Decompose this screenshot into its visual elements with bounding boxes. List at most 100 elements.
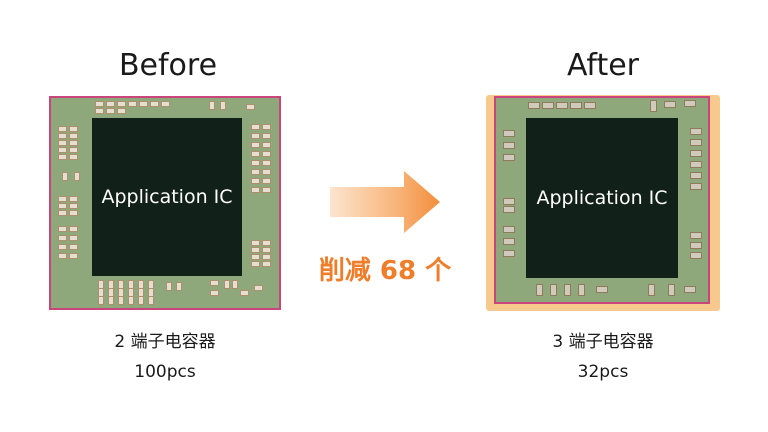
capacitor-2-terminal	[69, 253, 78, 259]
capacitor-2-terminal	[139, 101, 148, 107]
capacitor-2-terminal	[240, 290, 249, 296]
capacitor-2-terminal	[58, 235, 67, 241]
capacitor-3-terminal	[584, 102, 596, 109]
capacitor-3-terminal	[668, 284, 675, 296]
capacitor-2-terminal	[254, 285, 263, 291]
capacitor-2-terminal	[251, 142, 260, 148]
capacitor-3-terminal	[690, 242, 702, 249]
capacitor-3-terminal	[503, 206, 515, 213]
reduction-label: 削减 68 个	[318, 256, 452, 286]
capacitor-3-terminal	[536, 284, 543, 296]
capacitor-3-terminal	[570, 102, 582, 109]
capacitor-2-terminal	[69, 244, 78, 250]
capacitor-2-terminal	[58, 196, 67, 202]
capacitor-2-terminal	[128, 296, 134, 305]
capacitor-2-terminal	[224, 280, 230, 289]
capacitor-3-terminal	[690, 183, 702, 190]
capacitor-2-terminal	[251, 261, 260, 267]
capacitor-2-terminal	[58, 147, 67, 153]
capacitor-2-terminal	[58, 226, 67, 232]
after-application-ic-chip: Application IC	[526, 118, 678, 278]
capacitor-2-terminal	[161, 101, 170, 107]
capacitor-3-terminal	[503, 238, 515, 245]
capacitor-3-terminal	[690, 172, 702, 179]
after-ic-label: Application IC	[536, 187, 668, 209]
before-heading: Before	[118, 48, 218, 83]
capacitor-3-terminal	[503, 142, 515, 149]
capacitor-2-terminal	[262, 261, 271, 267]
capacitor-2-terminal	[232, 280, 238, 289]
capacitor-2-terminal	[150, 101, 159, 107]
capacitor-2-terminal	[69, 126, 78, 132]
capacitor-2-terminal	[58, 244, 67, 250]
capacitor-3-terminal	[578, 284, 585, 296]
capacitor-2-terminal	[58, 203, 67, 209]
capacitor-2-terminal	[176, 282, 182, 291]
after-caption: 3 端子电容器 32pcs	[493, 327, 713, 387]
capacitor-2-terminal	[58, 253, 67, 259]
capacitor-2-terminal	[251, 160, 260, 166]
capacitor-2-terminal	[262, 124, 271, 130]
capacitor-2-terminal	[128, 101, 137, 107]
capacitor-2-terminal	[62, 172, 68, 181]
capacitor-2-terminal	[106, 101, 115, 107]
capacitor-2-terminal	[251, 254, 260, 260]
capacitor-3-terminal	[550, 284, 557, 296]
capacitor-2-terminal	[251, 151, 260, 157]
after-heading: After	[566, 48, 640, 83]
capacitor-2-terminal	[251, 133, 260, 139]
capacitor-3-terminal	[690, 161, 702, 168]
capacitor-2-terminal	[58, 133, 67, 139]
capacitor-2-terminal	[262, 240, 271, 246]
after-count: 32pcs	[577, 362, 629, 382]
before-application-ic-chip: Application IC	[92, 118, 242, 276]
capacitor-2-terminal	[69, 147, 78, 153]
capacitor-2-terminal	[108, 296, 114, 305]
capacitor-2-terminal	[58, 210, 67, 216]
before-caption: 2 端子电容器 100pcs	[55, 327, 275, 387]
capacitor-2-terminal	[262, 160, 271, 166]
capacitor-2-terminal	[246, 104, 255, 110]
capacitor-2-terminal	[251, 169, 260, 175]
capacitor-3-terminal	[503, 154, 515, 161]
capacitor-2-terminal	[262, 254, 271, 260]
before-ic-label: Application IC	[101, 186, 233, 208]
capacitor-2-terminal	[58, 140, 67, 146]
capacitor-2-terminal	[262, 151, 271, 157]
capacitor-2-terminal	[262, 187, 271, 193]
capacitor-2-terminal	[262, 247, 271, 253]
capacitor-2-terminal	[69, 235, 78, 241]
capacitor-2-terminal	[210, 280, 219, 286]
capacitor-2-terminal	[251, 187, 260, 193]
capacitor-2-terminal	[251, 247, 260, 253]
capacitor-3-terminal	[664, 101, 676, 108]
capacitor-2-terminal	[69, 154, 78, 160]
capacitor-2-terminal	[106, 108, 115, 114]
capacitor-3-terminal	[684, 286, 696, 293]
capacitor-2-terminal	[220, 101, 226, 110]
capacitor-3-terminal	[564, 284, 571, 296]
capacitor-3-terminal	[503, 198, 515, 205]
capacitor-3-terminal	[648, 284, 655, 296]
capacitor-3-terminal	[690, 252, 702, 259]
before-capacitor-type: 2 端子电容器	[114, 332, 216, 352]
capacitor-3-terminal	[556, 102, 568, 109]
capacitor-2-terminal	[69, 210, 78, 216]
right-arrow-icon	[330, 171, 440, 233]
capacitor-3-terminal	[503, 130, 515, 137]
capacitor-2-terminal	[262, 178, 271, 184]
capacitor-2-terminal	[262, 142, 271, 148]
capacitor-2-terminal	[118, 296, 124, 305]
capacitor-2-terminal	[148, 296, 154, 305]
capacitor-2-terminal	[58, 154, 67, 160]
capacitor-3-terminal	[503, 226, 515, 233]
capacitor-2-terminal	[117, 108, 126, 114]
after-capacitor-type: 3 端子电容器	[552, 332, 654, 352]
capacitor-2-terminal	[69, 140, 78, 146]
capacitor-2-terminal	[251, 240, 260, 246]
before-count: 100pcs	[134, 362, 196, 382]
capacitor-3-terminal	[690, 128, 702, 135]
capacitor-3-terminal	[690, 139, 702, 146]
capacitor-3-terminal	[503, 250, 515, 257]
capacitor-2-terminal	[74, 172, 80, 181]
